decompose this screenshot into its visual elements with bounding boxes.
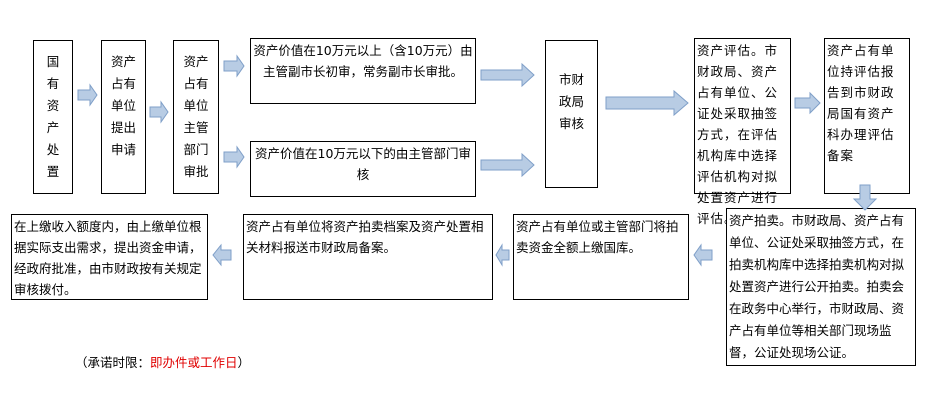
step-evaluation: 资产评估。市财政局、资产占有单位、公证处采取抽签方式，在评估机构库中选择评估机构… [694,38,791,226]
arrow-left-icon [212,243,232,267]
arrow-right-icon [605,89,689,117]
step-apply: 资产占有单位提出申请 [101,40,146,194]
arrow-down-icon [852,184,878,211]
arrow-right-icon [794,91,821,115]
note-prefix: （承诺时限： [75,355,151,370]
arrow-right-icon [223,54,245,78]
arrow-left-icon [495,243,510,267]
step-remit-treasury: 资产占有单位或主管部门将拍卖资金全额上缴国库。 [513,214,689,300]
arrow-right-icon [480,152,535,178]
arrow-right-icon [480,62,535,88]
step-below-10w: 资产价值在10万元以下的由主管部门审核 [250,141,476,197]
step-archive-filing: 资产占有单位将资产拍卖档案及资产处置相关材料报送市财政局备案。 [243,214,493,300]
note-suffix: ） [237,355,251,370]
arrow-right-icon [77,83,98,107]
arrow-left-icon [693,243,713,267]
step-fund-allocation: 在上缴收入额度内，由上缴单位根据实际支出需求，提出资金申请，经政府批准，由市财政… [11,214,208,300]
arrow-right-icon [223,145,245,169]
step-finance-review: 市财政局审核 [545,40,598,188]
time-limit-note: （承诺时限：即办件或工作日） [75,352,250,371]
step-dept-approve: 资产占有单位主管部门审批 [173,40,219,194]
step-disposal: 国有资产处置 [33,40,73,194]
note-value: 即办件或工作日 [150,355,238,370]
step-above-10w: 资产价值在10万元以上（含10万元）由主管副市长初审，常务副市长审批。 [250,38,476,104]
arrow-right-icon [149,100,169,124]
step-evaluation-filing: 资产占有单位持评估报告到市财政局国有资产科办理评估备案 [824,38,910,194]
step-auction: 资产拍卖。市财政局、资产占有单位、公证处采取抽签方式，在拍卖机构库中选择拍卖机构… [726,208,916,366]
